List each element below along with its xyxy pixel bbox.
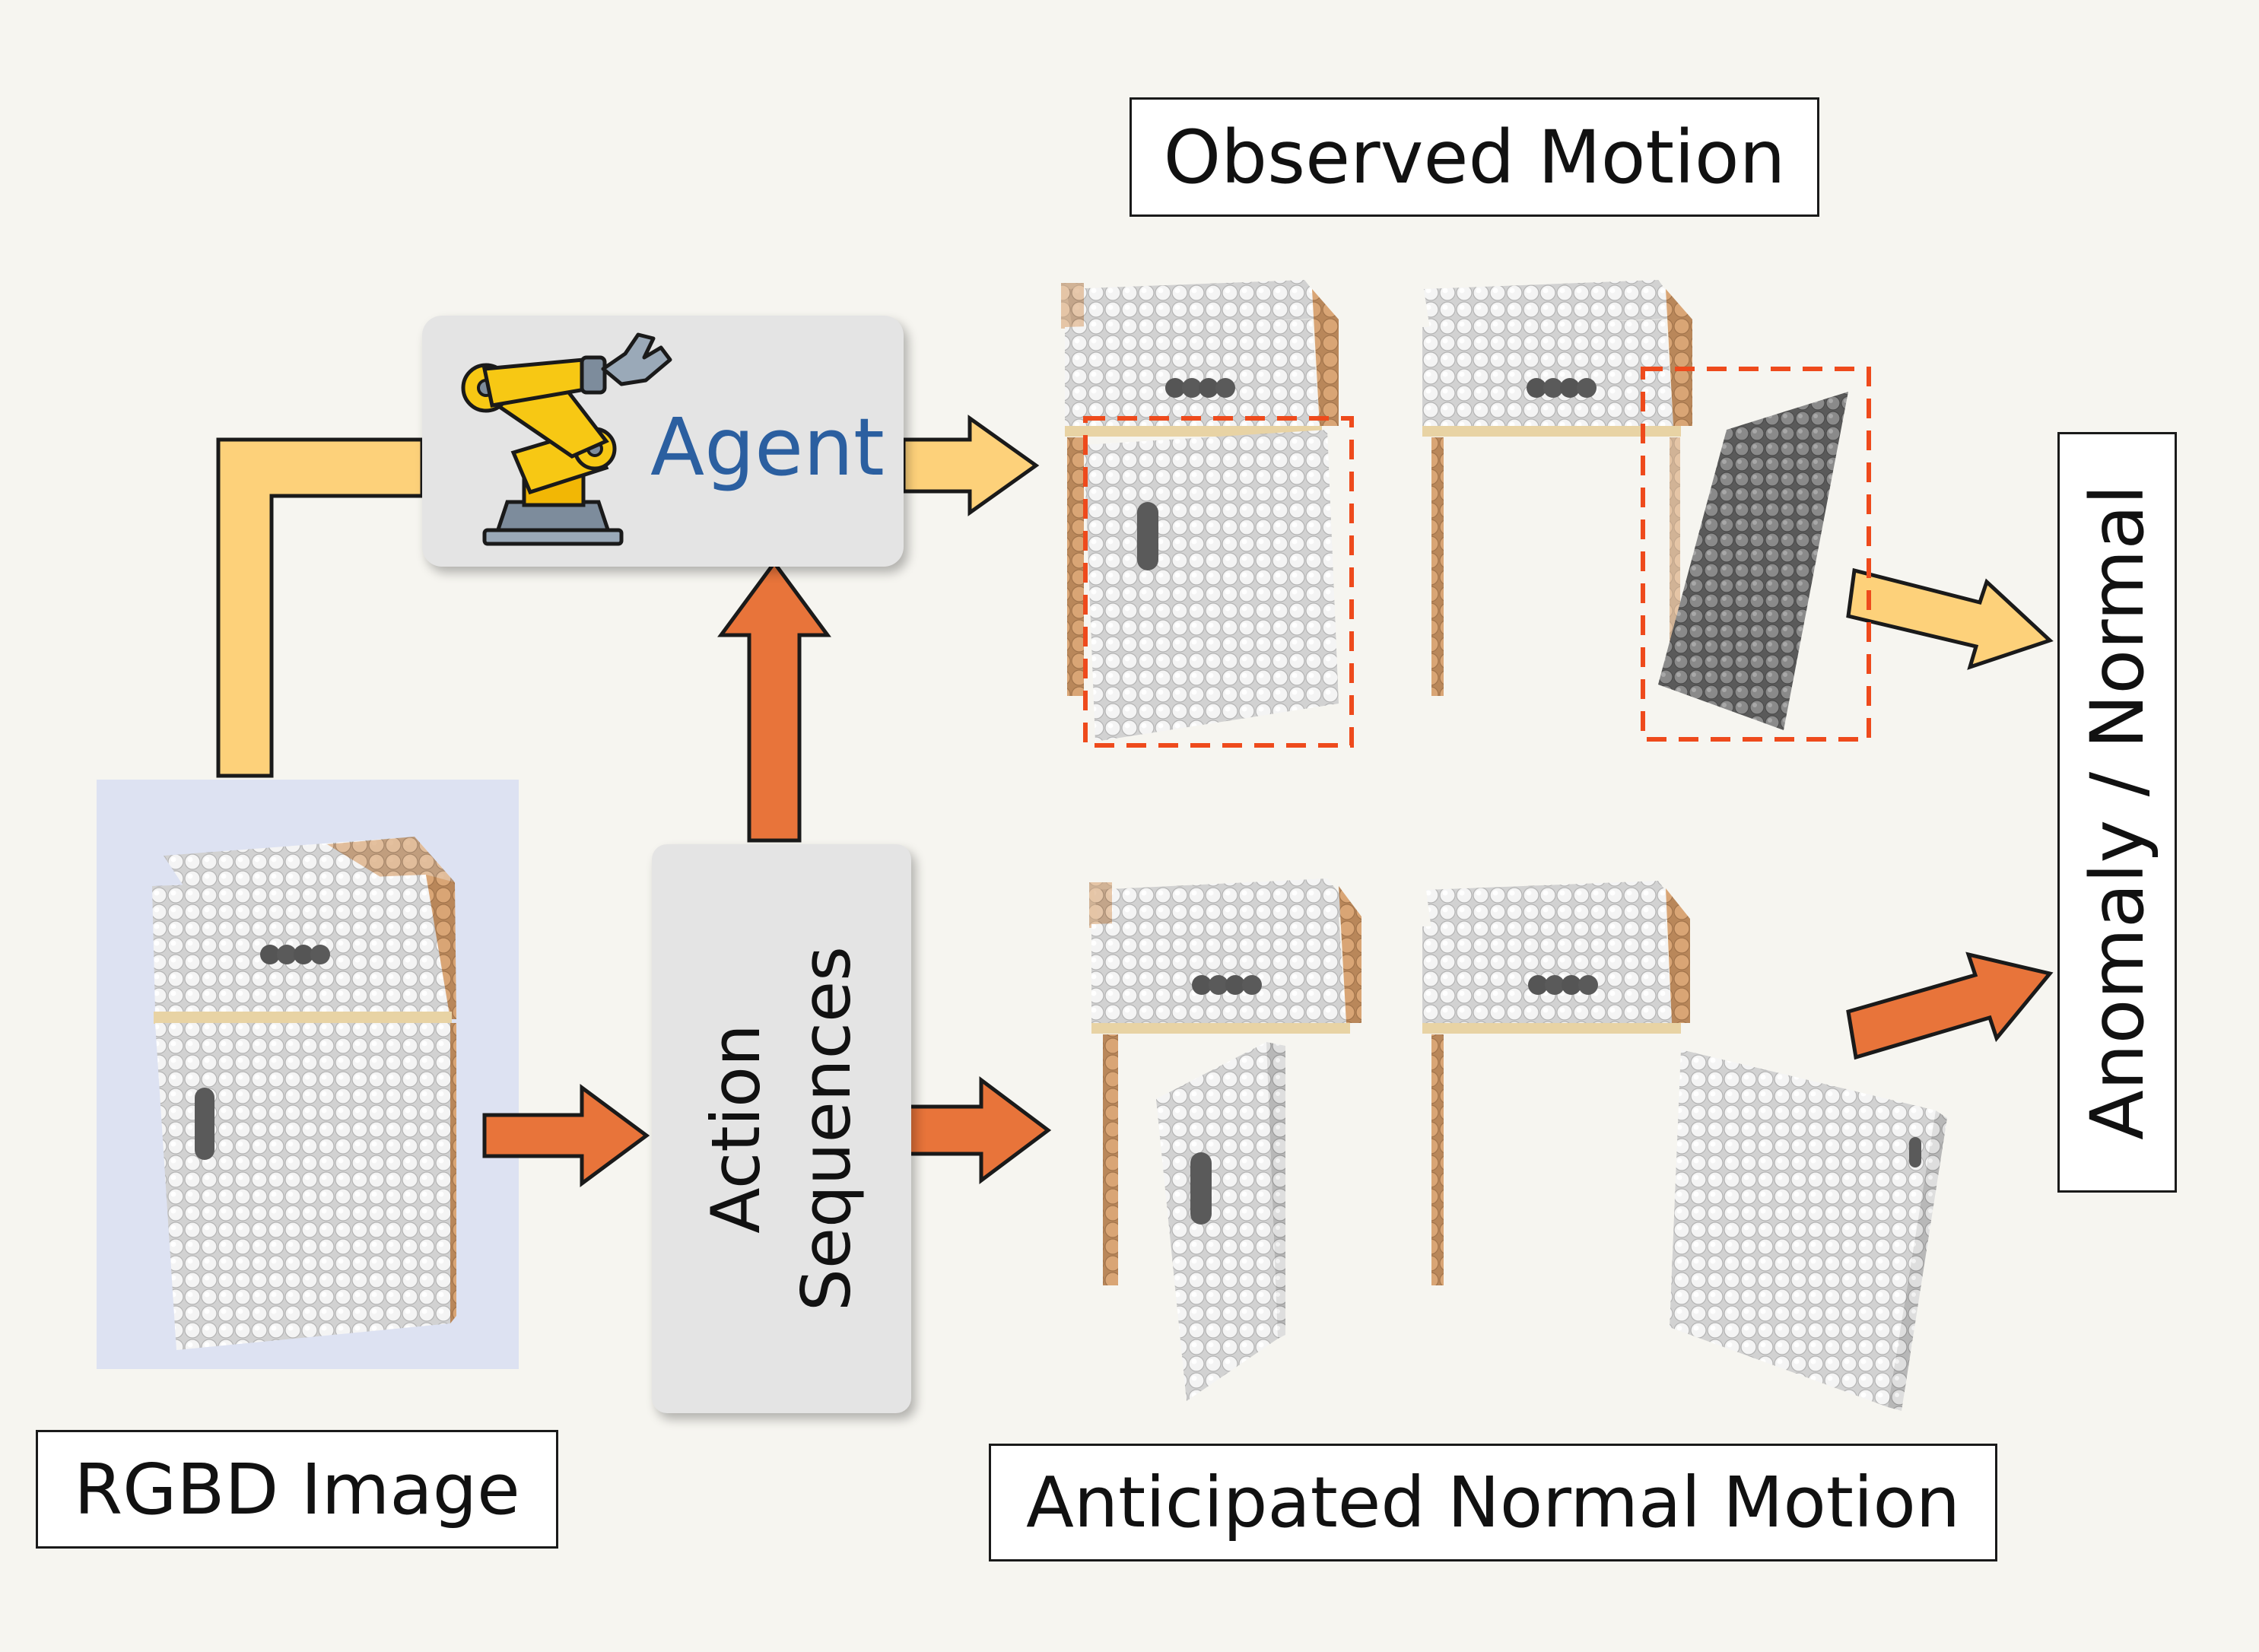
observed-motion-text: Observed Motion bbox=[1163, 114, 1786, 200]
input-to-agent-arrow bbox=[216, 437, 424, 778]
anomaly-highlight-box-1 bbox=[1083, 416, 1354, 748]
rgbd-image-label: RGBD Image bbox=[36, 1430, 558, 1549]
observed-frame-2 bbox=[1422, 280, 1871, 742]
action-sequences-box: Action Sequences bbox=[652, 844, 911, 1413]
anticipated-to-anomaly-arrow bbox=[1846, 951, 2054, 1060]
observed-motion-label: Observed Motion bbox=[1130, 97, 1819, 217]
input-to-actions-arrow bbox=[482, 1084, 650, 1187]
anticipated-frame-1 bbox=[1089, 878, 1361, 1401]
action-sequences-line-2: Sequences bbox=[786, 946, 866, 1311]
actions-to-anticipated-arrow bbox=[907, 1076, 1052, 1184]
action-sequences-line-1: Action bbox=[696, 1024, 775, 1234]
anomaly-highlight-box-2 bbox=[1641, 367, 1871, 742]
observed-frame-1 bbox=[1061, 280, 1354, 748]
action-sequences-text: Action Sequences bbox=[691, 946, 872, 1311]
anomaly-normal-label: Anomaly / Normal bbox=[2057, 432, 2177, 1193]
anticipated-normal-motion-label: Anticipated Normal Motion bbox=[989, 1444, 1997, 1561]
observed-to-anomaly-arrow bbox=[1846, 567, 2054, 670]
robot-arm-icon bbox=[461, 332, 672, 546]
actions-to-agent-arrow bbox=[717, 559, 831, 843]
rgbd-image-panel bbox=[97, 780, 519, 1369]
rgbd-image-text: RGBD Image bbox=[74, 1448, 520, 1530]
agent-box: Agent bbox=[422, 316, 904, 567]
agent-label: Agent bbox=[650, 401, 885, 494]
anomaly-normal-text: Anomaly / Normal bbox=[2074, 484, 2160, 1140]
agent-to-observed-arrow bbox=[901, 415, 1040, 516]
anticipated-normal-motion-text: Anticipated Normal Motion bbox=[1025, 1462, 1961, 1543]
cabinet-point-cloud-input bbox=[152, 837, 456, 1350]
anticipated-frame-2 bbox=[1422, 881, 1947, 1411]
